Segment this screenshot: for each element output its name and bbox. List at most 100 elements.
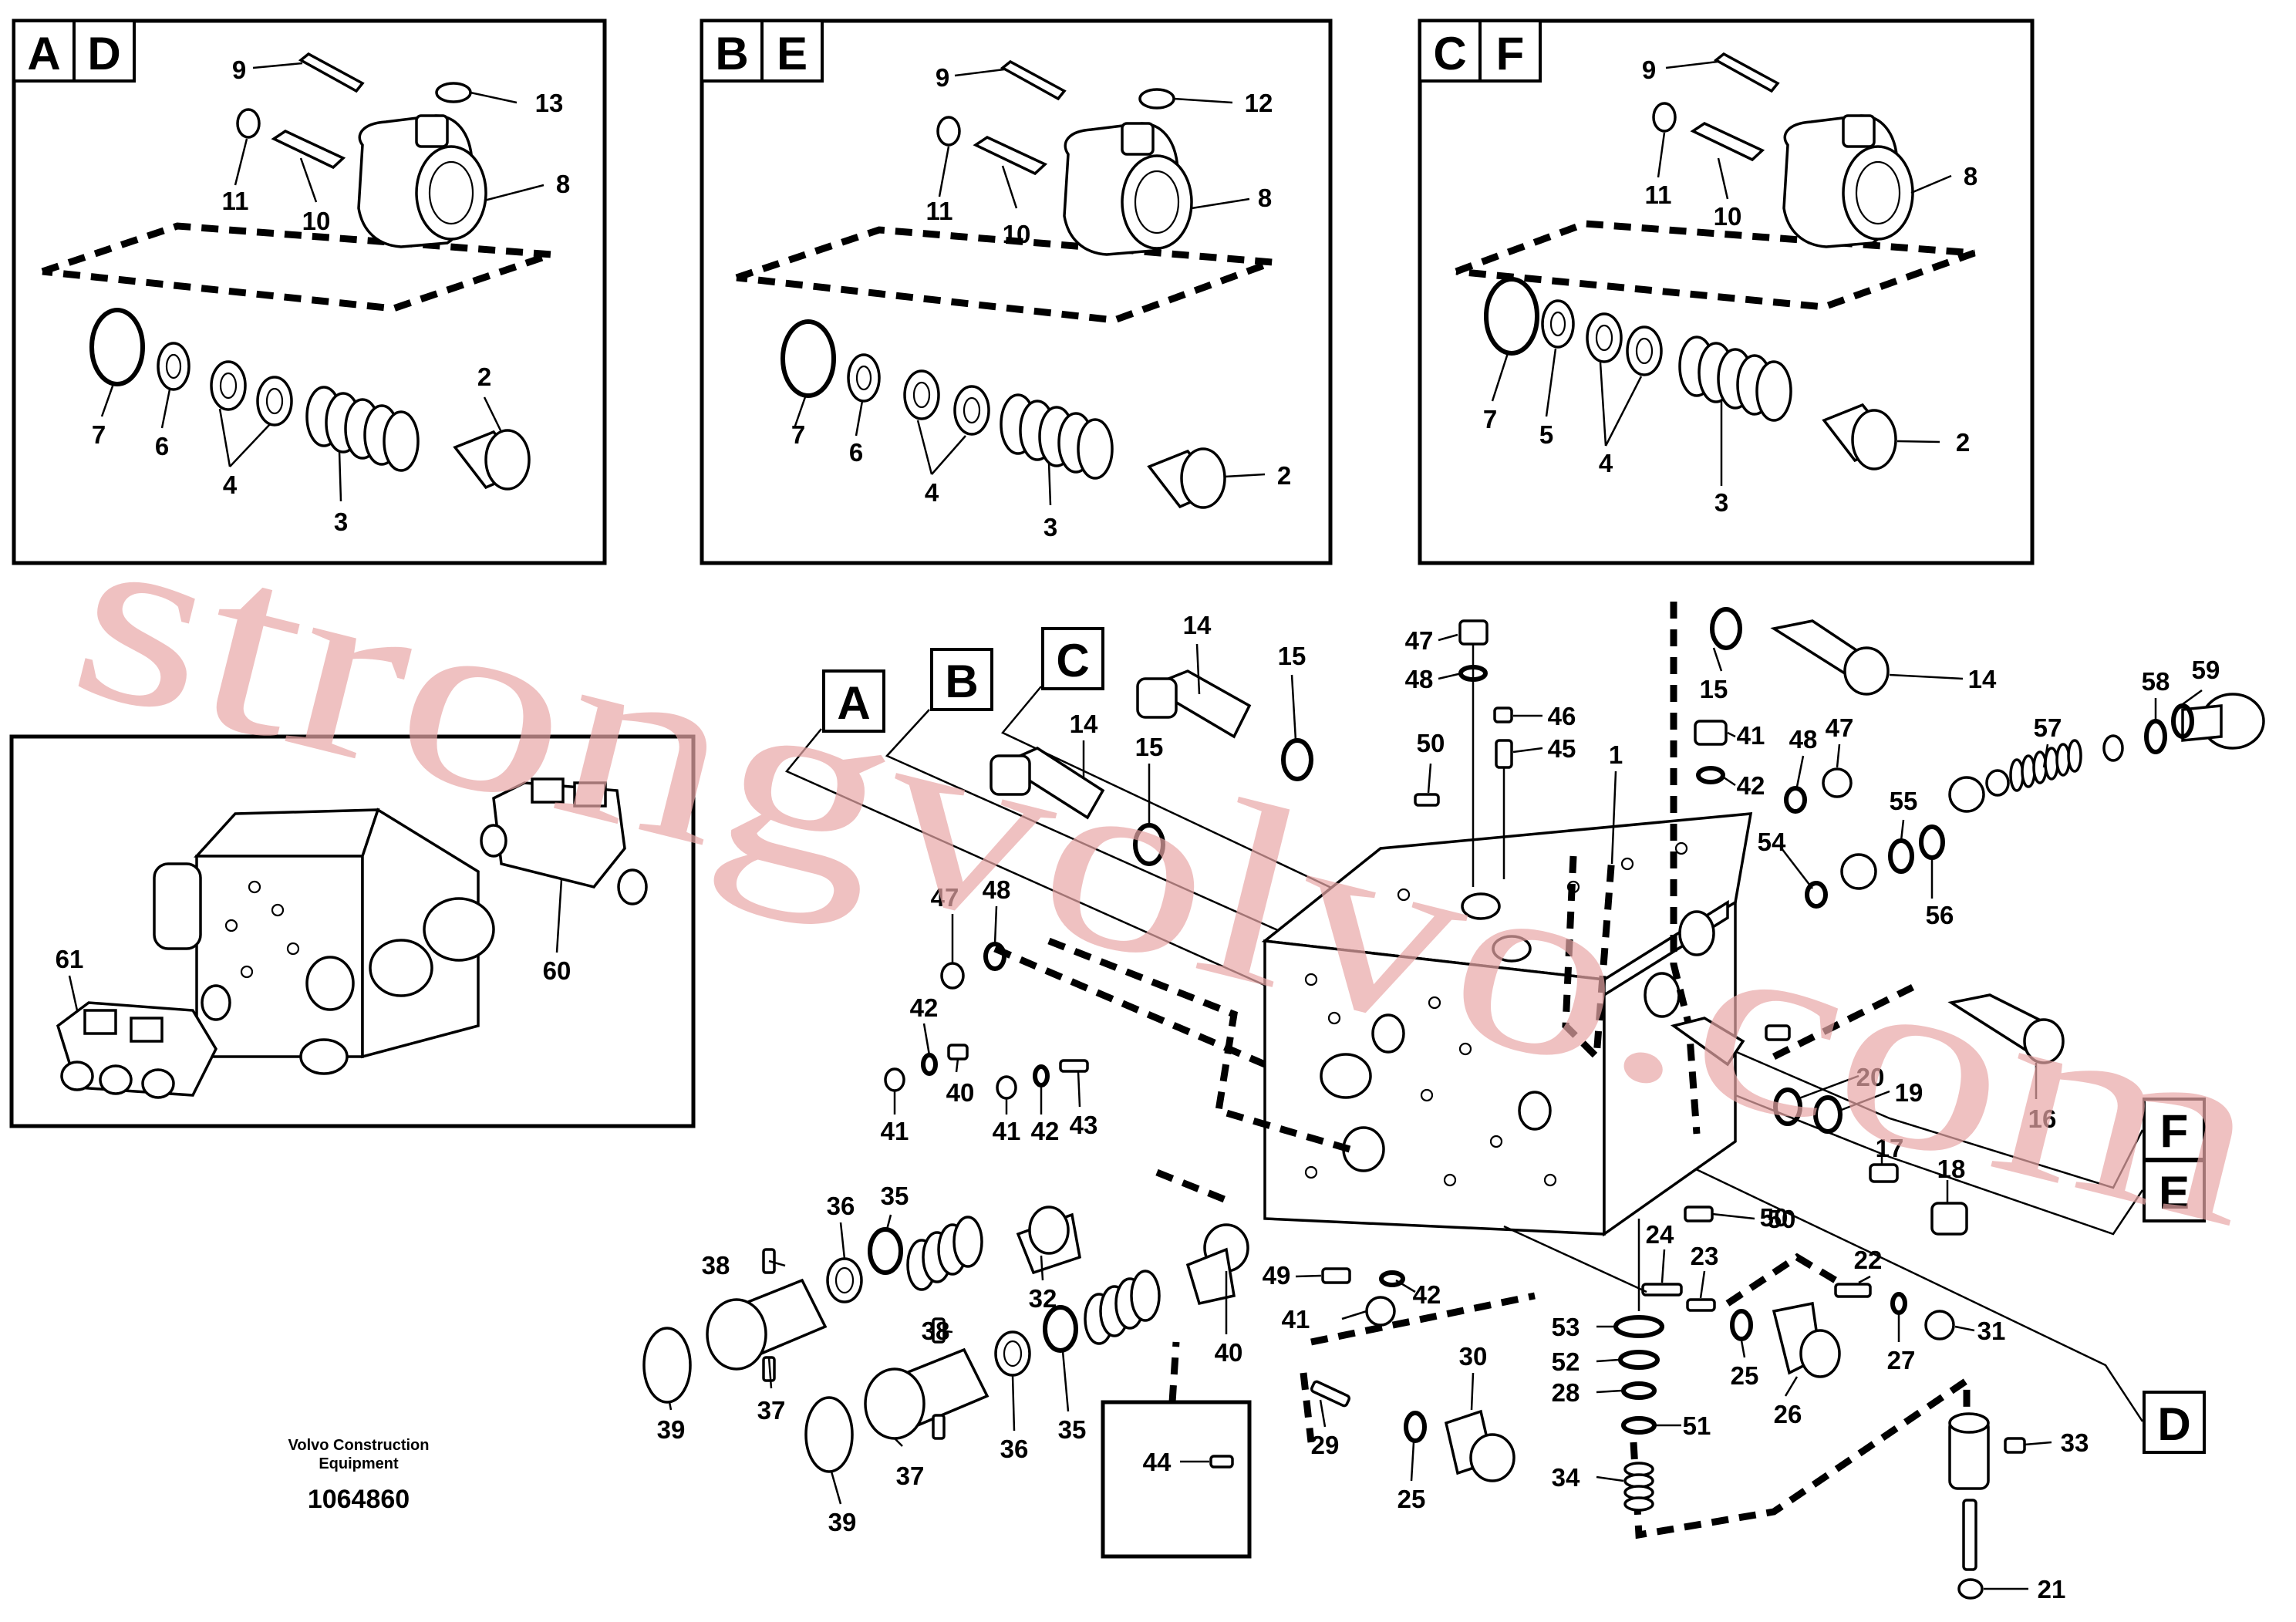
callout-label: 53 (1552, 1313, 1580, 1341)
callout-label: 8 (1258, 184, 1272, 212)
callout-label: 50 (1768, 1205, 1796, 1233)
callout-label: 11 (222, 187, 249, 215)
spring-35-icon (906, 1216, 983, 1291)
callout-label: 38 (922, 1317, 950, 1345)
callout-label: 40 (946, 1078, 975, 1107)
callout-label: 5 (1539, 420, 1553, 449)
view-tag-c: C (1056, 635, 1089, 686)
spring-icon (305, 386, 420, 472)
detail-tag-e: E (777, 28, 807, 79)
callout-label: 9 (1642, 56, 1656, 84)
callout-label: 26 (1774, 1400, 1802, 1428)
callout-label: 1 (1609, 740, 1623, 769)
callout-label: 58 (2142, 667, 2170, 696)
detail-tag-b: B (715, 28, 748, 79)
callout-label: 24 (1646, 1220, 1674, 1249)
callout-label: 16 (2028, 1104, 2057, 1133)
callout-label: 28 (1552, 1378, 1580, 1407)
callout-label: 42 (1737, 771, 1765, 800)
detail-tag-c: C (1433, 28, 1466, 79)
callout-label: 20 (1856, 1063, 1885, 1091)
callout-label: 39 (828, 1508, 857, 1536)
callout-label: 15 (1700, 675, 1728, 703)
callout-label: 42 (1413, 1280, 1441, 1309)
callout-label: 33 (2061, 1428, 2089, 1457)
callout-label: 10 (302, 207, 331, 235)
callout-label: 56 (1926, 901, 1954, 929)
callout-label: 38 (702, 1251, 730, 1280)
callout-label: 23 (1691, 1242, 1719, 1270)
solenoid-30-icon (1444, 1409, 1515, 1482)
spring-35b-icon (1084, 1270, 1161, 1345)
detail-panel-be: B E (700, 19, 1333, 565)
callout-label: 44 (1143, 1448, 1172, 1476)
callout-label: 10 (1003, 220, 1031, 248)
callout-label: 59 (2192, 656, 2220, 684)
detail-panel-cf: C F 9 11 (1418, 19, 2035, 565)
callout-label: 18 (1937, 1155, 1966, 1183)
callout-label: 35 (1058, 1415, 1087, 1444)
pressure-switch-33-icon (1948, 1412, 1990, 1490)
callout-label: 13 (535, 89, 564, 117)
callout-label: 61 (56, 945, 84, 973)
callout-label: 54 (1758, 828, 1786, 856)
callout-label: 50 (1417, 729, 1445, 757)
callout-label: 36 (1000, 1435, 1029, 1463)
control-valve-block-icon (1261, 812, 1753, 1237)
valve-section-60-icon (480, 777, 648, 905)
callout-label: 27 (1887, 1346, 1916, 1374)
callout-label: 37 (757, 1396, 786, 1425)
callout-label: 50 (1760, 1203, 1789, 1232)
detail-box-44 (1101, 1400, 1252, 1559)
callout-label: 14 (1968, 665, 1997, 693)
callout-label: 7 (791, 420, 805, 449)
main-assembly: A B C D E F (642, 602, 2265, 1603)
callout-label: 47 (1826, 713, 1854, 742)
callout-label: 8 (1964, 162, 1977, 191)
detail-panel-ad: A D (12, 19, 607, 565)
callout-label: 43 (1070, 1111, 1098, 1139)
callout-label: 47 (1405, 626, 1434, 655)
callout-label: 29 (1311, 1431, 1340, 1459)
callout-label: 2 (1956, 428, 1970, 457)
callout-label: 41 (1737, 721, 1765, 750)
callout-label: 41 (993, 1117, 1021, 1145)
caption-line-1: Volvo Construction (288, 1437, 430, 1454)
callout-label: 7 (1483, 405, 1497, 433)
callout-label: 30 (1459, 1342, 1488, 1371)
callout-label: 3 (1714, 488, 1728, 517)
callout-label: 22 (1854, 1246, 1883, 1274)
overview-inset-panel: 61 60 (9, 734, 696, 1128)
callout-label: 51 (1683, 1411, 1711, 1440)
callout-label: 46 (1548, 702, 1576, 730)
callout-label: 60 (543, 956, 571, 985)
callout-label: 12 (1245, 89, 1273, 117)
callout-label: 52 (1552, 1347, 1580, 1376)
callout-label: 2 (1277, 461, 1291, 490)
document-number: 1064860 (308, 1485, 410, 1514)
callout-label: 19 (1895, 1078, 1923, 1107)
callout-label: 35 (881, 1182, 909, 1210)
caption-line-2: Equipment (319, 1455, 399, 1472)
plug-14-icon (990, 669, 1252, 820)
callout-label: 48 (1789, 725, 1818, 754)
callout-label: 2 (477, 363, 491, 391)
callout-label: 40 (1215, 1338, 1243, 1367)
callout-label: 11 (1645, 180, 1672, 209)
callout-label: 37 (896, 1462, 925, 1490)
callout-label: 3 (1043, 513, 1057, 541)
solenoid-26-icon (1772, 1301, 1841, 1378)
callout-label: 41 (1282, 1305, 1310, 1334)
callout-label: 47 (931, 883, 959, 912)
callout-label: 15 (1135, 733, 1164, 761)
callout-label: 25 (1397, 1485, 1426, 1513)
callout-label: 10 (1714, 202, 1742, 231)
callout-label: 41 (881, 1117, 909, 1145)
view-tag-a: A (837, 677, 870, 729)
view-tag-d: D (2157, 1398, 2190, 1450)
callout-label: 6 (155, 432, 169, 460)
callout-label: 42 (1031, 1117, 1060, 1145)
callout-label: 7 (92, 420, 106, 449)
callout-label: 36 (827, 1192, 855, 1220)
